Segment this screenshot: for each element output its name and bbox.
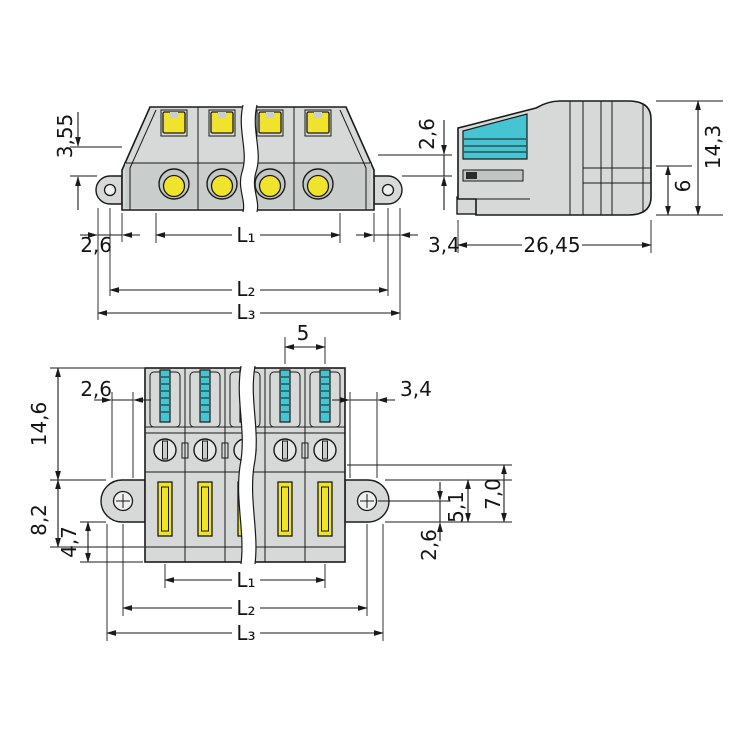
terminal-circle <box>210 174 234 198</box>
contact-strip <box>319 369 331 423</box>
dim-label-l3: L₃ <box>236 300 255 324</box>
latch-detail <box>466 172 477 179</box>
pole-buttons <box>160 109 332 137</box>
dim-label-26-bottomright: 2,6 <box>417 529 441 561</box>
dim-label-26-right: 2,6 <box>415 118 439 150</box>
dim-label-70: 7,0 <box>481 478 505 510</box>
flange-hole-left <box>103 183 117 197</box>
dim-label-82: 8,2 <box>27 504 51 536</box>
break-line <box>253 104 259 213</box>
dim-label-34-topright: 3,4 <box>400 377 432 401</box>
terminal-circle <box>306 174 330 198</box>
dim-label-34: 3,4 <box>428 233 460 257</box>
contact-strip <box>199 369 211 423</box>
bottom-view: 5 2,6 3,4 14,6 8,2 <box>27 321 512 645</box>
dim-label-143: 14,3 <box>701 125 725 170</box>
dim-label-l3-bottom: L₃ <box>236 621 255 645</box>
terminal-circle <box>162 174 186 198</box>
side-view-dimensions: 26,45 14,3 6 <box>457 100 725 257</box>
break-line <box>239 104 245 213</box>
wire-slot <box>277 481 293 537</box>
break-band <box>238 366 257 564</box>
terminal-circle <box>258 174 282 198</box>
side-view: 26,45 14,3 6 <box>456 100 725 257</box>
front-view-dimensions: 3,55 2,6 3,4 2,6 <box>53 112 460 324</box>
dim-label-146: 14,6 <box>27 402 51 447</box>
dim-label-51: 5,1 <box>444 491 468 523</box>
dim-label-47: 4,7 <box>57 526 81 558</box>
dim-label-l2: L₂ <box>236 277 255 301</box>
dim-label-26-left: 2,6 <box>80 233 112 257</box>
dim-label-l1-bottom: L₁ <box>236 568 255 592</box>
dim-label-26-topleft: 2,6 <box>80 377 112 401</box>
wire-slot <box>317 481 333 537</box>
dim-label-355: 3,55 <box>53 114 77 159</box>
contact-strip <box>279 369 291 423</box>
flange-hole-right <box>381 183 395 197</box>
wire-slot <box>157 481 173 537</box>
break-line <box>251 365 257 565</box>
dim-label-l2-bottom: L₂ <box>236 596 255 620</box>
terminal-openings <box>158 168 334 200</box>
dim-label-5: 5 <box>297 321 310 345</box>
break-band <box>240 105 259 212</box>
front-view: 3,55 2,6 3,4 2,6 <box>53 104 460 324</box>
contact-strip <box>159 369 171 423</box>
contact-wedge <box>462 113 528 160</box>
dim-label-l1: L₁ <box>236 223 255 247</box>
latch-slot <box>462 169 524 182</box>
dim-label-2645: 26,45 <box>523 233 580 257</box>
wire-slot <box>197 481 213 537</box>
break-line <box>237 365 243 565</box>
bottom-view-dimensions: 5 2,6 3,4 14,6 8,2 <box>27 321 512 645</box>
dim-label-6: 6 <box>671 180 695 193</box>
